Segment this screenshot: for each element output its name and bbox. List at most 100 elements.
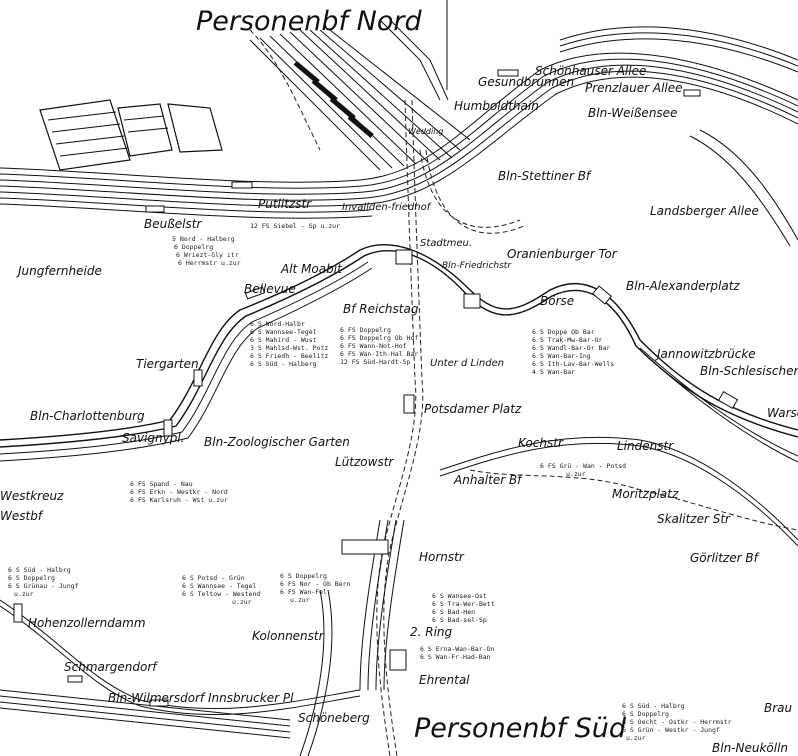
svg-text:6 FS Grü - Wan - Potsd: 6 FS Grü - Wan - Potsd bbox=[540, 462, 626, 470]
station-label: Schmargendorf bbox=[64, 660, 158, 674]
note-zoo: 6 FS Spand - Nau 6 FS Erkn - Westkr - No… bbox=[130, 480, 228, 504]
station-label: Oranienburger Tor bbox=[507, 247, 618, 261]
station-label: Börse bbox=[540, 294, 574, 308]
svg-text:6 S Doppelrg: 6 S Doppelrg bbox=[8, 574, 55, 582]
station-label: Skalitzer Str bbox=[657, 512, 731, 526]
svg-text:6 S Teltow - Westend: 6 S Teltow - Westend bbox=[182, 590, 260, 598]
north-south-tunnel bbox=[249, 29, 525, 756]
note-westkreuz: 6 S Süd - Halbrg 6 S Doppelrg 6 S Grünau… bbox=[8, 566, 79, 598]
svg-text:6 FS Doppelrg: 6 FS Doppelrg bbox=[340, 326, 391, 334]
station-label: Invaliden-friedhof bbox=[342, 202, 432, 213]
svg-text:6 S Nord-Halbr: 6 S Nord-Halbr bbox=[250, 320, 305, 328]
station-label: Ehrental bbox=[419, 673, 470, 687]
svg-text:6 S Grün - Westkr - Jungf: 6 S Grün - Westkr - Jungf bbox=[622, 726, 720, 734]
station-label: Potsdamer Platz bbox=[424, 402, 522, 416]
svg-text:6 S Wan-Bar-Ing: 6 S Wan-Bar-Ing bbox=[532, 352, 591, 360]
note-ehrental: 6 S Erna-Wan-Bar-On 6 S Wan-Fr-Had-Ban bbox=[420, 645, 494, 661]
station-label: Bellevue bbox=[244, 282, 296, 296]
station-label: Westkreuz bbox=[0, 489, 64, 503]
station-label: 2. Ring bbox=[410, 625, 453, 639]
svg-text:6 Doppelrg: 6 Doppelrg bbox=[174, 243, 213, 251]
svg-text:6 S Mahird - Wust: 6 S Mahird - Wust bbox=[250, 336, 317, 344]
station-label: Kochstr bbox=[518, 436, 564, 450]
station-label: Hohenzollerndamm bbox=[28, 616, 146, 630]
note-kolonnenstr-b: 6 S Doppelrg 6 FS Nor - Ob Bern 6 FS Wan… bbox=[280, 572, 351, 604]
title-south: Personenbf Süd bbox=[414, 713, 627, 744]
note-reichstag: 6 FS Doppelrg 6 FS Doppelrg Ob Hof 6 FS … bbox=[340, 326, 418, 366]
svg-text:u.zur: u.zur bbox=[290, 596, 310, 604]
station-label: Görlitzer Bf bbox=[690, 551, 760, 565]
station-label: Lindenstr bbox=[617, 439, 674, 453]
station-label: Bln-Friedrichstr bbox=[442, 261, 512, 271]
station-label: Anhalter Bf bbox=[453, 473, 523, 487]
station-label: Lützowstr bbox=[335, 455, 394, 469]
station-label: Prenzlauer Allee bbox=[585, 81, 683, 95]
station-label: Bln-Charlottenburg bbox=[30, 409, 145, 423]
svg-text:6 S Oecht - Ostkr - Herrmstr: 6 S Oecht - Ostkr - Herrmstr bbox=[622, 718, 732, 726]
station-label: Humboldthain bbox=[454, 99, 539, 113]
station-label: Jungfernheide bbox=[16, 264, 102, 278]
station-label: Schöneberg bbox=[298, 711, 370, 725]
ringbahn-south-tracks bbox=[0, 436, 798, 756]
svg-text:6 FS Spand - Nau: 6 FS Spand - Nau bbox=[130, 480, 193, 488]
svg-text:u.zur: u.zur bbox=[14, 590, 34, 598]
station-label: Landsberger Allee bbox=[650, 204, 759, 218]
svg-text:6 S Potsd - Grün: 6 S Potsd - Grün bbox=[182, 574, 245, 582]
station-label: Tiergarten bbox=[136, 357, 199, 371]
station-label: Alt Moabit bbox=[280, 262, 343, 276]
station-label: Kolonnenstr bbox=[252, 629, 325, 643]
service-notes: 5 Nord - Halberg 6 Doppelrg 6 Wriezt-Gly… bbox=[8, 222, 732, 742]
station-label: Warschauer bbox=[767, 406, 798, 420]
note-ring2: 6 S Wansee-Ost 6 S Tra-Wer-Bett 6 S Bad-… bbox=[432, 592, 495, 624]
svg-text:6 S Süd - Halbrg: 6 S Süd - Halbrg bbox=[8, 566, 71, 574]
svg-text:6 S Wansee-Ost: 6 S Wansee-Ost bbox=[432, 592, 487, 600]
station-label: Jannowitzbrücke bbox=[655, 347, 756, 361]
note-neukolln: 6 S Süd - Halbrg 6 S Doppelrg 6 S Oecht … bbox=[622, 702, 732, 742]
station-label: Unter d Linden bbox=[430, 358, 504, 369]
svg-text:6 FS Erkn - Westkr - Nord: 6 FS Erkn - Westkr - Nord bbox=[130, 488, 228, 496]
svg-text:6 S Wannsee-Tegel: 6 S Wannsee-Tegel bbox=[250, 328, 317, 336]
northern-ring-tracks bbox=[0, 26, 798, 247]
svg-text:6 S Süd - Halberg: 6 S Süd - Halberg bbox=[250, 360, 317, 368]
svg-text:5 Nord - Halberg: 5 Nord - Halberg bbox=[172, 235, 235, 243]
svg-text:6 Herrmstr u.zur: 6 Herrmstr u.zur bbox=[178, 259, 241, 267]
station-label: Gesundbrunnen bbox=[478, 75, 574, 89]
station-labels: Gesundbrunnen Schönhauser Allee Prenzlau… bbox=[0, 64, 798, 755]
svg-text:6 S Süd - Halbrg: 6 S Süd - Halbrg bbox=[622, 702, 685, 710]
note-beusselstr: 5 Nord - Halberg 6 Doppelrg 6 Wriezt-Gly… bbox=[172, 235, 241, 267]
personenbf-nord-yard bbox=[249, 19, 471, 171]
svg-text:6 S Ith-Lav-Bar-Wells: 6 S Ith-Lav-Bar-Wells bbox=[532, 360, 614, 368]
station-label: Bln-Wilmersdorf Innsbrucker Pl bbox=[108, 691, 294, 705]
svg-text:6 FS Nor - Ob Bern: 6 FS Nor - Ob Bern bbox=[280, 580, 351, 588]
station-label: Beußelstr bbox=[144, 217, 202, 231]
platform-markers bbox=[13, 69, 739, 707]
west-yard-blocks bbox=[39, 99, 223, 171]
svg-text:4 S Wan-Bar: 4 S Wan-Bar bbox=[532, 368, 575, 376]
svg-text:6 S Wan-Fr-Had-Ban: 6 S Wan-Fr-Had-Ban bbox=[420, 653, 491, 661]
titles: Personenbf Nord Personenbf Süd bbox=[196, 6, 627, 744]
note-lindenstr: 6 FS Grü - Wan - Potsd u.zur bbox=[540, 462, 626, 478]
svg-text:6 S Grünau - Jungf: 6 S Grünau - Jungf bbox=[8, 582, 79, 590]
svg-text:6 S Bad-sel-Sp: 6 S Bad-sel-Sp bbox=[432, 616, 487, 624]
station-label: Moritzplatz bbox=[612, 487, 679, 501]
station-label: Savignypl. bbox=[122, 431, 185, 445]
note-bellevue: 6 S Nord-Halbr 6 S Wannsee-Tegel 6 S Mah… bbox=[250, 320, 328, 368]
svg-text:3 S Mahlsd-Wst. Potz: 3 S Mahlsd-Wst. Potz bbox=[250, 344, 328, 352]
svg-text:6 S Doppe Ob Bar: 6 S Doppe Ob Bar bbox=[532, 328, 595, 336]
svg-text:u.zur: u.zur bbox=[232, 598, 252, 606]
svg-text:u.zur: u.zur bbox=[566, 470, 586, 478]
note-putlitzstr: 12 FS Siebel - Sp u.zur bbox=[250, 222, 340, 230]
svg-text:6 S Bad-Hen: 6 S Bad-Hen bbox=[432, 608, 475, 616]
station-label: Bln-Neukölln bbox=[712, 741, 788, 755]
svg-text:6 FS Karlsruh - Wst u.zur: 6 FS Karlsruh - Wst u.zur bbox=[130, 496, 228, 504]
svg-text:u.zur: u.zur bbox=[626, 734, 646, 742]
station-label: Bln-Alexanderplatz bbox=[626, 279, 740, 293]
svg-text:6 FS Doppelrg Ob Hof: 6 FS Doppelrg Ob Hof bbox=[340, 334, 418, 342]
station-label: Putlitzstr bbox=[258, 197, 312, 211]
station-label: Schönhauser Allee bbox=[535, 64, 646, 78]
station-label: Stadtmeu. bbox=[420, 238, 472, 249]
svg-text:12 FS Süd-Hardt-Sp: 12 FS Süd-Hardt-Sp bbox=[340, 358, 411, 366]
station-label: Bln-Zoologischer Garten bbox=[204, 435, 350, 449]
station-label: Brau bbox=[764, 701, 793, 715]
